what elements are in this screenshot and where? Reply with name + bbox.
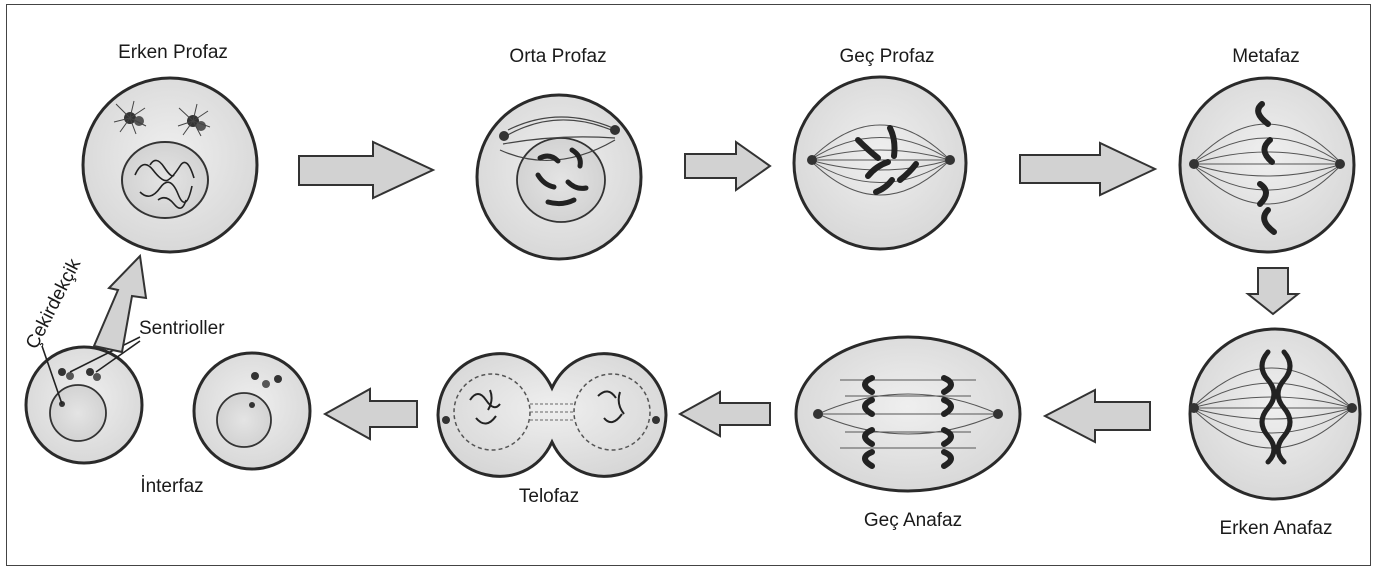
- interphase-cell-right: [192, 351, 312, 471]
- label-centrioles: Sentrioller: [139, 318, 225, 339]
- telophase-cell: [436, 352, 668, 478]
- label-late-prophase: Geç Profaz: [839, 46, 935, 67]
- label-early-anaphase: Erken Anafaz: [1219, 518, 1333, 539]
- centriole-icon: [177, 103, 211, 137]
- label-interphase: İnterfaz: [140, 476, 204, 497]
- label-late-anaphase: Geç Anafaz: [863, 510, 963, 531]
- centriole-icon: [113, 100, 147, 135]
- late-prophase-cell: [792, 75, 968, 251]
- label-telophase: Telofaz: [518, 486, 580, 507]
- late-anaphase-cell: [794, 335, 1022, 493]
- label-early-prophase: Erken Profaz: [118, 42, 228, 63]
- metaphase-cell: [1178, 76, 1356, 254]
- early-prophase-cell: [81, 76, 259, 254]
- arrow-left-3: [322, 387, 418, 441]
- label-mid-prophase: Orta Profaz: [509, 46, 607, 67]
- arrow-right-1: [298, 140, 436, 200]
- arrow-right-2: [684, 140, 772, 192]
- arrow-down: [1245, 267, 1301, 316]
- annotation-lines: [41, 336, 141, 405]
- arrow-left-1: [1042, 388, 1151, 444]
- early-anaphase-cell: [1188, 327, 1362, 501]
- label-metaphase: Metafaz: [1232, 46, 1300, 67]
- arrow-left-2: [677, 390, 771, 438]
- arrow-up: [92, 253, 148, 354]
- interphase-cell-left: [24, 345, 144, 465]
- mid-prophase-cell: [475, 93, 643, 261]
- diagram-frame: [6, 4, 1371, 566]
- arrow-right-3: [1019, 141, 1158, 197]
